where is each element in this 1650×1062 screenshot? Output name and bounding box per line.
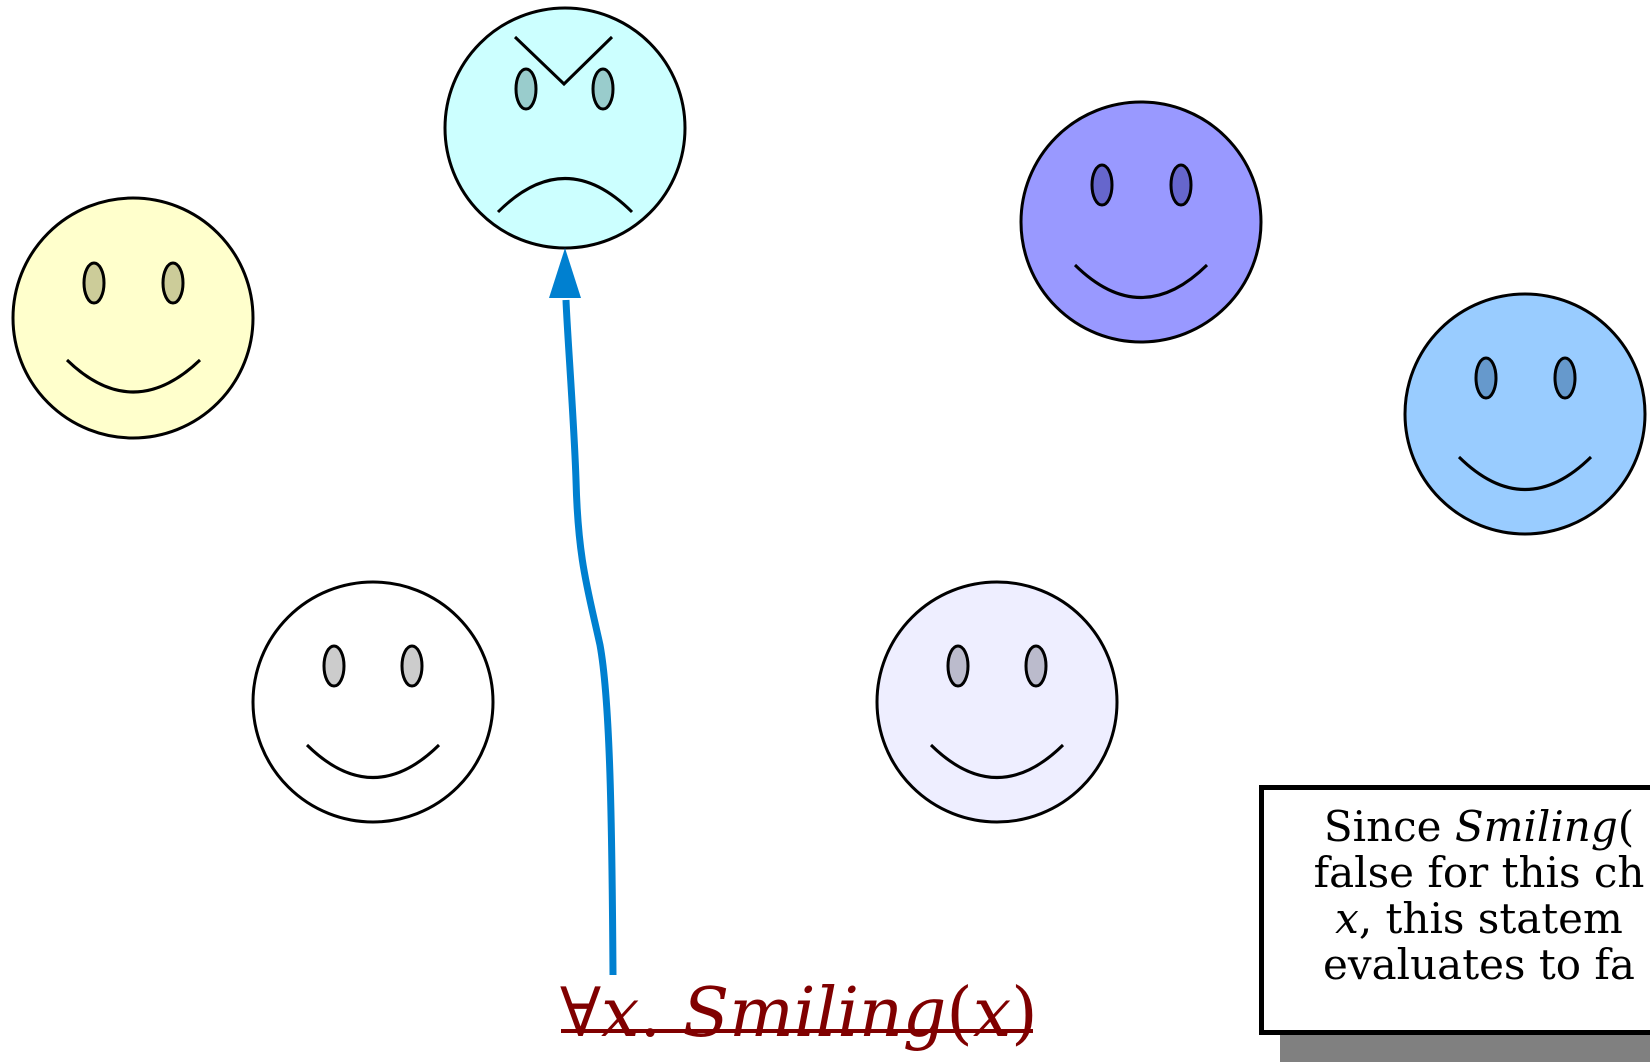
formula-strikethrough — [561, 1029, 1033, 1033]
blue-face — [1403, 292, 1647, 536]
formula-dot: . — [639, 974, 683, 1053]
white-face — [251, 580, 495, 824]
note-line-1: Since Smiling( — [1284, 804, 1650, 850]
formula-close-paren: ) — [1011, 974, 1038, 1053]
formula: ∀x. Smiling(x) — [560, 980, 1038, 1048]
note-line-1-prefix: Since — [1323, 802, 1455, 851]
note-box: Since Smiling( false for this ch x, this… — [1259, 785, 1650, 1035]
formula-predicate: Smiling — [682, 974, 947, 1053]
note-line-3-var: x — [1335, 894, 1359, 943]
cyan-face — [443, 6, 687, 250]
note-line-3-rest: , this statem — [1358, 894, 1623, 943]
arrow-head — [549, 248, 581, 298]
arrow — [549, 248, 617, 976]
arrow-shaft — [562, 299, 617, 976]
note-line-4: evaluates to fa — [1323, 940, 1635, 989]
formula-variable: x — [601, 974, 640, 1053]
yellow-face — [11, 196, 255, 440]
formula-quantifier: ∀ — [560, 974, 602, 1053]
note-line-2: false for this ch — [1313, 848, 1645, 897]
note-line-1-suffix: ( — [1617, 802, 1635, 851]
lavender-face — [875, 580, 1119, 824]
note-line-1-predicate: Smiling — [1454, 802, 1618, 851]
formula-argument: x — [972, 974, 1012, 1053]
purple-face — [1019, 100, 1263, 344]
note-line-3: x, this statem — [1284, 896, 1650, 942]
formula-open-paren: ( — [946, 974, 973, 1053]
